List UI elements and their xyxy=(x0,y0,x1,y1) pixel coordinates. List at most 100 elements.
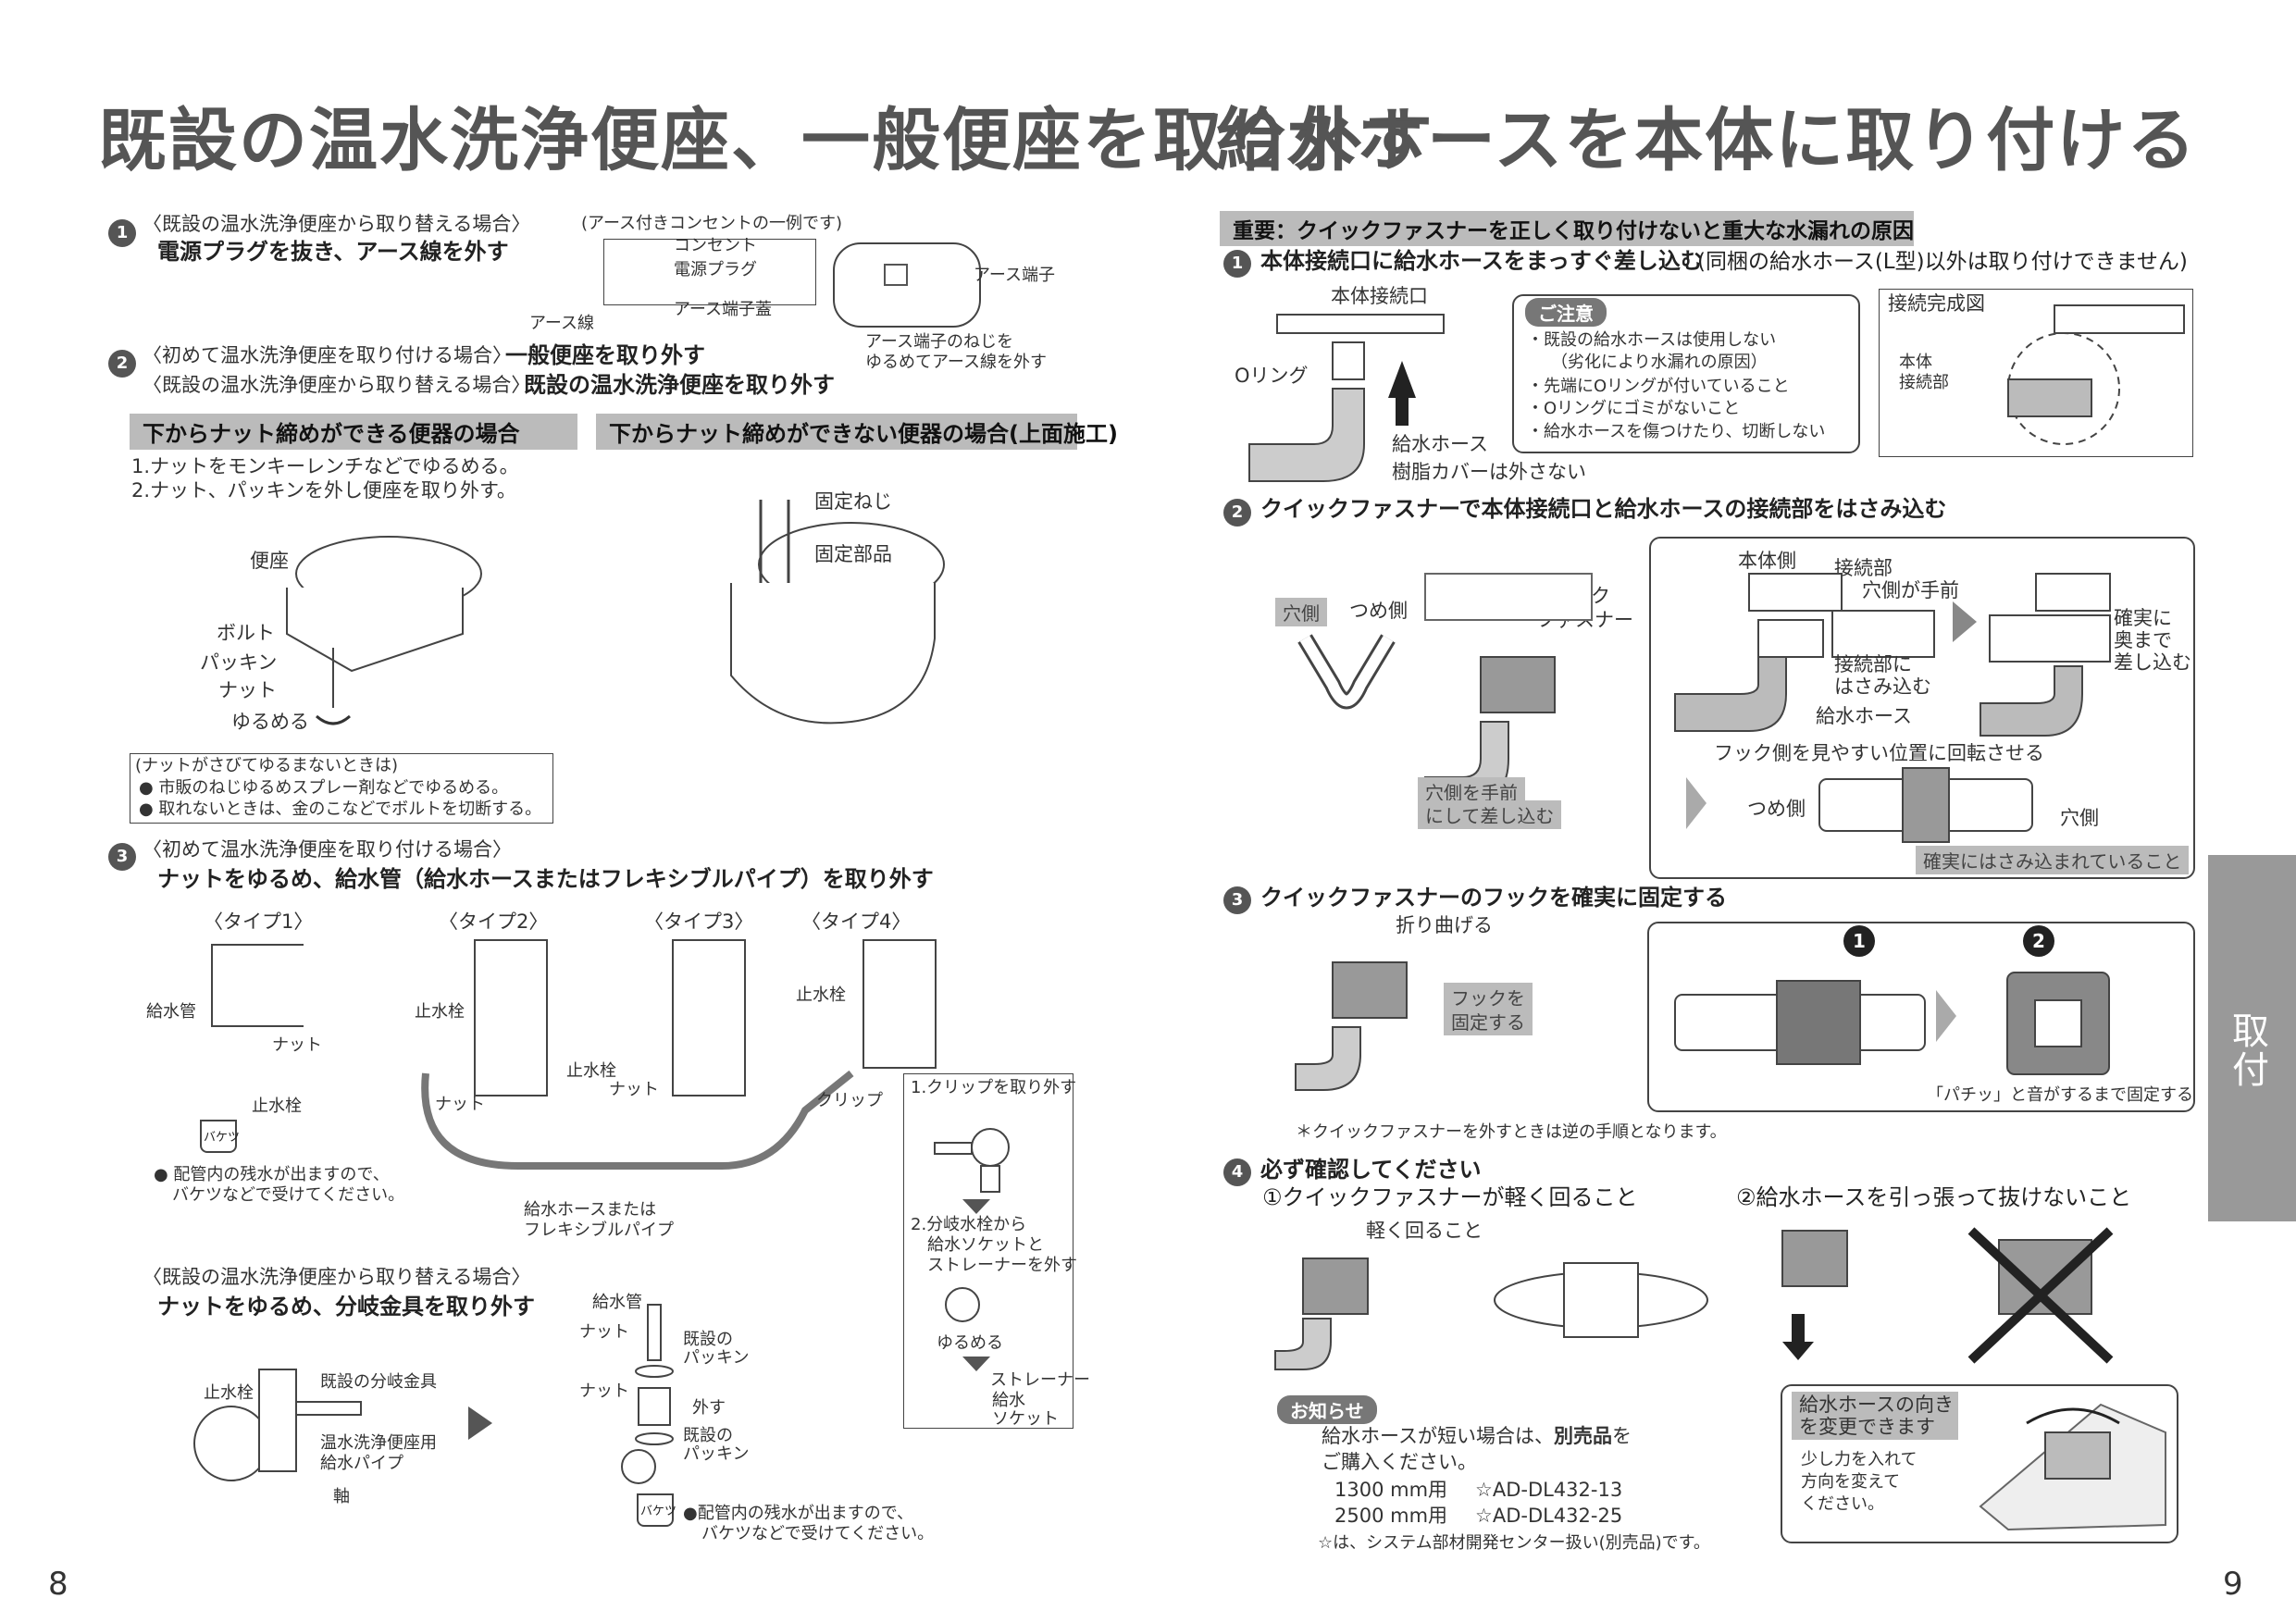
hook-step1-illustration xyxy=(1674,980,1926,1065)
label-stop-valve: 止水栓 xyxy=(796,985,846,1005)
r-step1-action: 本体接続口に給水ホースをまっすぐ差し込む xyxy=(1260,248,1703,274)
check-2: ②給水ホースを引っ張って抜けないこと xyxy=(1736,1184,2132,1210)
label-seat-pipe: 給水パイプ xyxy=(320,1454,403,1473)
notice-line1: 給水ホースが短い場合は、別売品を xyxy=(1322,1425,1632,1447)
hook-step2-illustration xyxy=(2006,972,2110,1075)
tank-type3 xyxy=(672,939,746,1096)
rust-tip-title: (ナットがさびてゆるまないときは) xyxy=(135,756,399,775)
step-number-badge: 1 xyxy=(1223,250,1251,278)
step3-condition-b: 〈既設の温水洗浄便座から取り替える場合〉 xyxy=(143,1266,531,1288)
type-label: 〈タイプ3〉 xyxy=(644,911,754,933)
label-outlet: コンセント xyxy=(674,236,757,255)
toilet-top-install-illustration xyxy=(730,500,945,725)
step-number-badge: 4 xyxy=(1223,1158,1251,1186)
bucket-label: バケツ xyxy=(640,1505,677,1518)
caution-title: ご注意 xyxy=(1525,298,1607,327)
label-stop-valve: 止水栓 xyxy=(204,1383,254,1403)
r-step2-action: クイックファスナーで本体接続口と給水ホースの接続部をはさみ込む xyxy=(1260,496,1947,522)
label-rotate: フック側を見やすい位置に回転させる xyxy=(1714,742,2044,764)
r-step3-note: ＊クイックファスナーを外すときは逆の手順となります。 xyxy=(1296,1122,1727,1142)
label-insert-note: にして差し込む xyxy=(1418,800,1562,829)
label-existing-packing: 既設の xyxy=(683,1426,733,1445)
option-length: 2500 mm用 xyxy=(1334,1505,1448,1527)
check-1: ①クイックファスナーが軽く回ること xyxy=(1262,1184,1638,1210)
label-bend: 折り曲げる xyxy=(1396,914,1493,936)
label-strainer: ストレーナー xyxy=(990,1370,1090,1390)
r-step1-note: (同梱の給水ホース(L型)以外は取り付けできません) xyxy=(1697,250,2188,274)
label-hole: 穴側 xyxy=(2060,807,2099,829)
label-existing-packing: 既設の xyxy=(683,1330,733,1349)
label-fix-screw: 固定ねじ xyxy=(814,490,892,513)
valve-illustration xyxy=(945,1287,980,1322)
check2-wrong-illustration xyxy=(1967,1227,2114,1364)
label-plug: 電源プラグ xyxy=(674,260,757,279)
terminal-note-1: アース端子のねじを xyxy=(865,332,1014,352)
r-step3-action: クイックファスナーのフックを確実に固定する xyxy=(1260,885,1727,911)
label-hose: 給水ホース xyxy=(1392,433,1488,455)
page-number-right: 9 xyxy=(2223,1566,2243,1603)
joint-done-illustration xyxy=(1980,573,2111,737)
label-inlet: 本体接続口 xyxy=(1331,285,1428,307)
fastener-rotated-illustration xyxy=(1818,767,2033,843)
tank-type2 xyxy=(474,939,548,1096)
caution-item: ・給水ホースを傷つけたり、切断しない xyxy=(1527,422,1826,441)
direction-title: を変更できます xyxy=(1799,1416,1935,1438)
joint-clamp-illustration xyxy=(1674,573,1935,732)
option-length: 1300 mm用 xyxy=(1334,1479,1448,1501)
hook-fix-illustration xyxy=(1295,961,1408,1091)
label-deep: 奥まで xyxy=(2114,629,2172,651)
terminal-note-2: ゆるめてアース線を外す xyxy=(865,353,1048,372)
done-label: 本体 xyxy=(1899,353,1932,372)
caution-item: ・既設の給水ホースは使用しない xyxy=(1527,330,1777,350)
sub-step-2: 給水ソケットと xyxy=(927,1235,1044,1255)
arrow-down-icon xyxy=(962,1199,990,1214)
step3-condition: 〈初めて温水洗浄便座を取り付ける場合〉 xyxy=(143,838,512,861)
sub-step-2: 2.分岐水栓から xyxy=(911,1215,1027,1234)
label-hole-side: 穴側 xyxy=(1275,598,1327,626)
label-loosen: ゆるめる xyxy=(937,1333,1003,1353)
check2-illustration xyxy=(1781,1230,1848,1360)
label-clip: クリップ xyxy=(816,1091,883,1110)
step2-condition-b: 〈既設の温水洗浄便座から取り替える場合〉 xyxy=(143,374,531,396)
option-code: ☆AD-DL432-13 xyxy=(1475,1479,1623,1501)
arrow-right-icon xyxy=(1953,601,1977,642)
hose-label-1: 給水ホースまたは xyxy=(524,1200,657,1220)
outlet-illustration xyxy=(603,239,816,305)
bucket-label: バケツ xyxy=(204,1131,241,1145)
label-loosen: ゆるめる xyxy=(231,711,309,733)
direction-illustration xyxy=(1979,1403,2166,1531)
caution-item: ・Oリングにゴミがないこと xyxy=(1527,399,1741,418)
label-existing-packing: パッキン xyxy=(683,1444,750,1464)
label-remove: 外す xyxy=(692,1398,726,1418)
label-cover: 樹脂カバーは外さない xyxy=(1392,461,1586,483)
label-fix-part: 固定部品 xyxy=(814,543,892,565)
label-seat-pipe: 温水洗浄便座用 xyxy=(320,1433,437,1453)
done-title: 接続完成図 xyxy=(1888,292,1985,315)
label-body-side: 本体側 xyxy=(1738,550,1796,572)
label-clamp: はさみ込む xyxy=(1834,675,1931,698)
label-nut: ナット xyxy=(218,679,277,701)
direction-title-bg xyxy=(1792,1392,1958,1440)
step3-action: ナットをゆるめ、給水管（給水ホースまたはフレキシブルパイプ）を取り外す xyxy=(157,866,934,892)
step2-condition-a: 〈初めて温水洗浄便座を取り付ける場合〉 xyxy=(143,344,512,366)
section-bar-top-install: 下からナット締めができない便器の場合(上面施工) xyxy=(596,414,1118,450)
sub-step-2: ストレーナーを外す xyxy=(927,1256,1077,1275)
rotate-arrow-icon xyxy=(316,714,351,725)
arrow-right-icon xyxy=(1936,990,1956,1042)
rotate-fastener-illustration xyxy=(1494,1262,1708,1338)
hose-illustration xyxy=(421,1070,854,1170)
drain-note: バケツなどで受けてください。 xyxy=(172,1185,405,1205)
right-page-title: 給水ホースを本体に取り付ける xyxy=(1216,101,2198,180)
notice-line2: ご購入ください。 xyxy=(1322,1451,1477,1473)
done-label: 接続部 xyxy=(1899,373,1949,392)
instruction-line: 2.ナット、パッキンを外し便座を取り外す。 xyxy=(131,479,516,502)
step1-condition: 〈既設の温水洗浄便座から取り替える場合〉 xyxy=(143,213,531,235)
hose-insert-illustration xyxy=(1248,314,1445,482)
important-bar: 重要：クイックファスナーを正しく取り付けないと重大な水漏れの原因 xyxy=(1220,211,1914,246)
label-bolt: ボルト xyxy=(217,622,275,644)
drain-note: バケツなどで受けてください。 xyxy=(701,1524,935,1543)
section-bar-bottom-nut: 下からナット締めができる便器の場合 xyxy=(130,414,577,450)
step-number-badge: 3 xyxy=(1223,886,1251,914)
label-supply-pipe: 給水管 xyxy=(592,1293,642,1312)
side-tab-char: 付 xyxy=(2232,1049,2269,1092)
